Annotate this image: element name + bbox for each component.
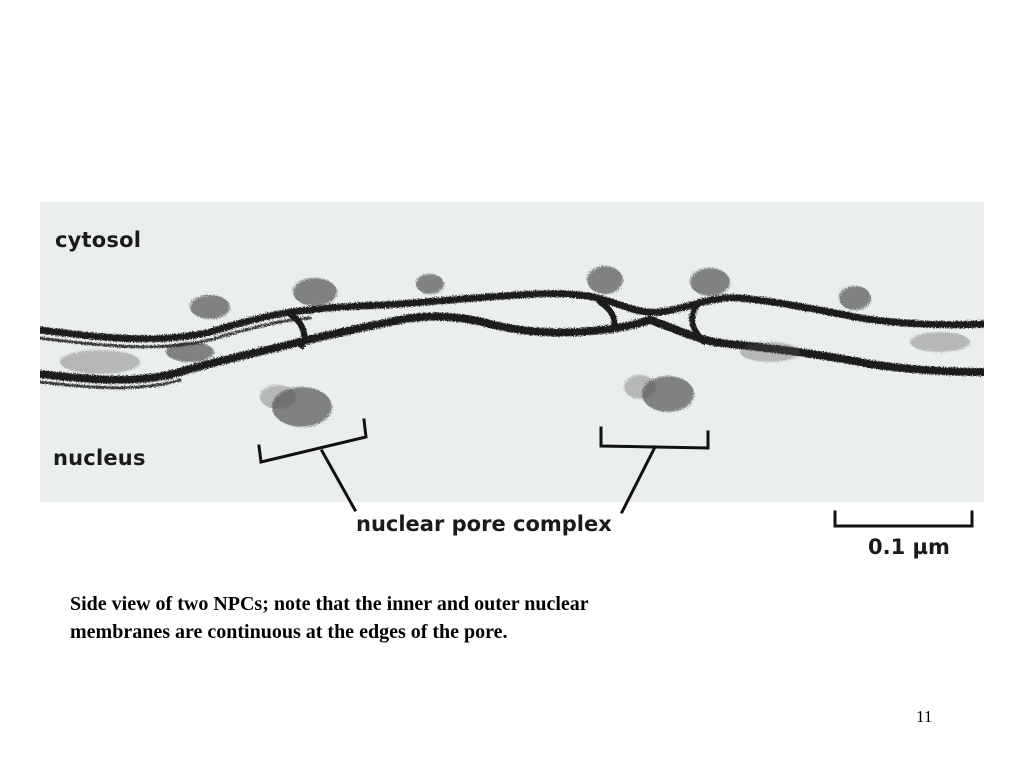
caption-line-1: Side view of two NPCs; note that the inn…: [70, 593, 589, 615]
scale-bar-label: 0.1 µm: [868, 535, 950, 559]
micrograph-image: [40, 266, 984, 427]
electron-micrograph: [40, 202, 984, 502]
nucleus-label: nucleus: [53, 446, 146, 470]
caption-line-2: membranes are continuous at the edges of…: [70, 621, 508, 643]
scale-bar: [833, 510, 974, 528]
nuclear-pore-complex-label: nuclear pore complex: [356, 512, 612, 536]
cytosol-label: cytosol: [55, 228, 142, 252]
page-number: 11: [916, 707, 933, 726]
caption: Side view of two NPCs; note that the inn…: [70, 590, 790, 646]
